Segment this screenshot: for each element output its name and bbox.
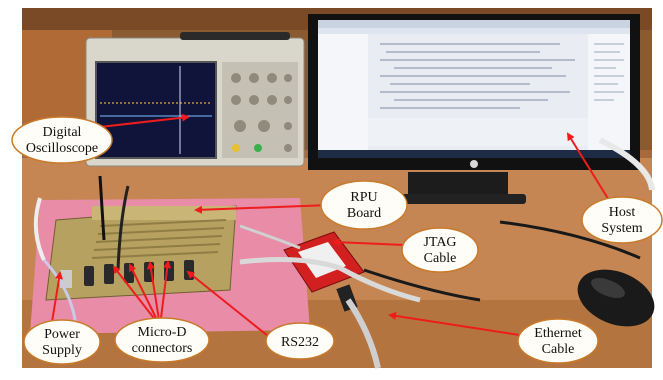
label-ethernet-cable: Cable <box>542 342 575 357</box>
label-supply: Supply <box>42 343 82 358</box>
callout-digital-oscilloscope: Digital Oscilloscope <box>11 116 113 164</box>
oscilloscope-screen <box>95 61 217 159</box>
label-ethernet: Ethernet <box>534 326 582 341</box>
label-board: Board <box>347 206 381 221</box>
label-jtag: JTAG <box>423 235 456 250</box>
ethernet-cable-graphic <box>345 298 381 369</box>
host-monitor <box>308 14 640 204</box>
callout-rpu-board: RPU Board <box>320 180 408 230</box>
annotation-arrows <box>51 113 613 337</box>
label-oscilloscope: Oscilloscope <box>26 141 98 156</box>
label-host: Host <box>609 205 636 220</box>
oscilloscope-device <box>85 32 305 167</box>
callout-rs232: RS232 <box>265 322 335 360</box>
callout-power-supply: Power Supply <box>23 319 101 365</box>
label-micro-d: Micro-D <box>138 325 187 340</box>
callout-ethernet-cable: Ethernet Cable <box>517 318 599 364</box>
label-rs232: RS232 <box>281 335 319 350</box>
label-power: Power <box>44 327 80 342</box>
callout-jtag-cable: JTAG Cable <box>401 227 479 273</box>
label-connectors: connectors <box>132 341 193 356</box>
callout-micro-d-connectors: Micro-D connectors <box>114 317 210 363</box>
label-rpu: RPU <box>350 190 377 205</box>
computer-mouse <box>577 269 655 327</box>
label-digital: Digital <box>43 125 82 140</box>
callout-host-system: Host System <box>581 196 663 244</box>
label-jtag-cable: Cable <box>424 251 457 266</box>
label-system: System <box>601 221 642 236</box>
